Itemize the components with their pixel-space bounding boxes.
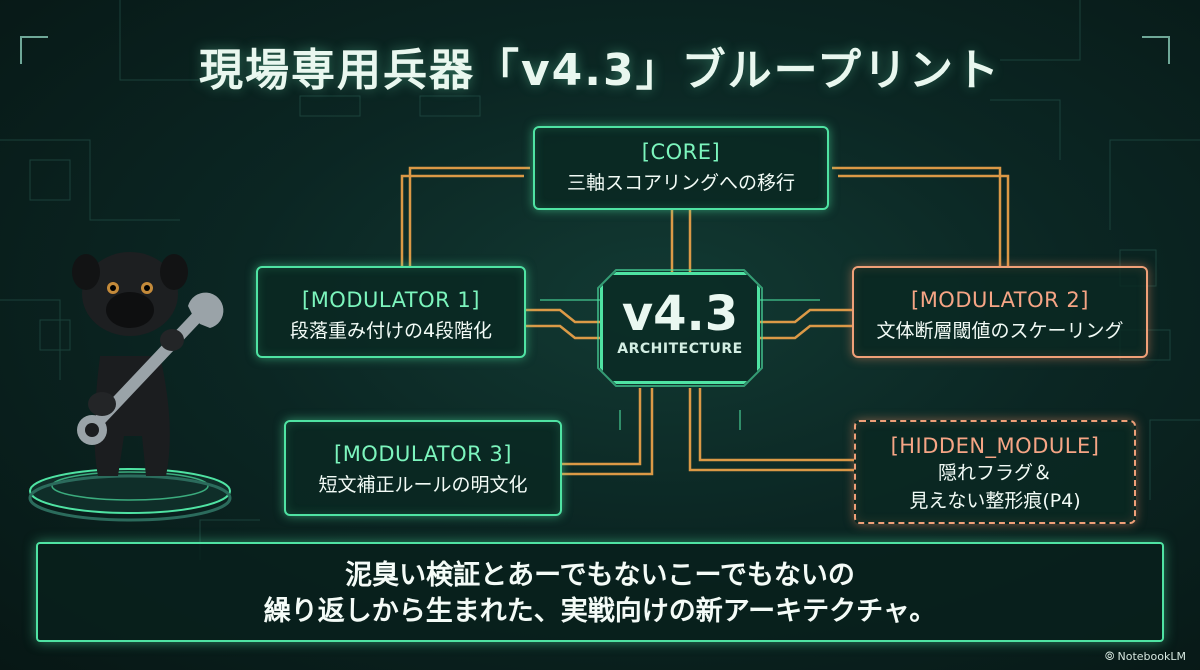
hidden-module: [HIDDEN_MODULE] 隠れフラグ＆ 見えない整形痕(P4): [854, 420, 1136, 524]
page-title: 現場専用兵器「v4.3」ブループリント: [199, 45, 1001, 96]
modulator-3-tag: [MODULATOR 3]: [334, 442, 512, 466]
architecture-core-node: v4.3 ARCHITECTURE: [600, 272, 760, 384]
notebooklm-watermark: ⦾NotebookLM: [1105, 649, 1186, 664]
modulator-3: [MODULATOR 3] 短文補正ルールの明文化: [284, 420, 562, 516]
frame-corner-top-left: [20, 36, 48, 64]
hidden-module-desc-line2: 見えない整形痕(P4): [909, 490, 1081, 512]
summary-panel: 泥臭い検証とあーでもないこーでもないの 繰り返しから生まれた、実戦向けの新アーキ…: [36, 542, 1164, 642]
modulator-2: [MODULATOR 2] 文体断層閾値のスケーリング: [852, 266, 1148, 358]
brand-name: NotebookLM: [1117, 650, 1186, 663]
modulator-3-desc: 短文補正ルールの明文化: [318, 474, 528, 496]
modulator-1-desc: 段落重み付けの4段階化: [289, 320, 493, 342]
summary-line-1: 泥臭い検証とあーでもないこーでもないの: [345, 560, 855, 591]
modulator-1: [MODULATOR 1] 段落重み付けの4段階化: [256, 266, 526, 358]
frame-corner-top-right: [1142, 36, 1170, 64]
core-module-desc: 三軸スコアリングへの移行: [566, 172, 795, 194]
modulator-2-tag: [MODULATOR 2]: [911, 288, 1089, 312]
core-module-tag: [CORE]: [641, 140, 721, 164]
summary-line-2: 繰り返しから生まれた、実戦向けの新アーキテクチャ。: [263, 596, 937, 627]
architecture-label: ARCHITECTURE: [617, 341, 743, 357]
center-node-outline: [597, 269, 763, 387]
core-module: [CORE] 三軸スコアリングへの移行: [533, 126, 829, 210]
hidden-module-desc-line1: 隠れフラグ＆: [937, 462, 1052, 484]
modulator-2-desc: 文体断層閾値のスケーリング: [876, 320, 1124, 342]
modulator-1-tag: [MODULATOR 1]: [302, 288, 480, 312]
hidden-module-tag: [HIDDEN_MODULE]: [890, 434, 1100, 458]
version-label: v4.3: [621, 286, 739, 342]
notebooklm-logo-icon: ⦾: [1104, 649, 1115, 663]
pug-mascot-icon: [28, 252, 232, 522]
